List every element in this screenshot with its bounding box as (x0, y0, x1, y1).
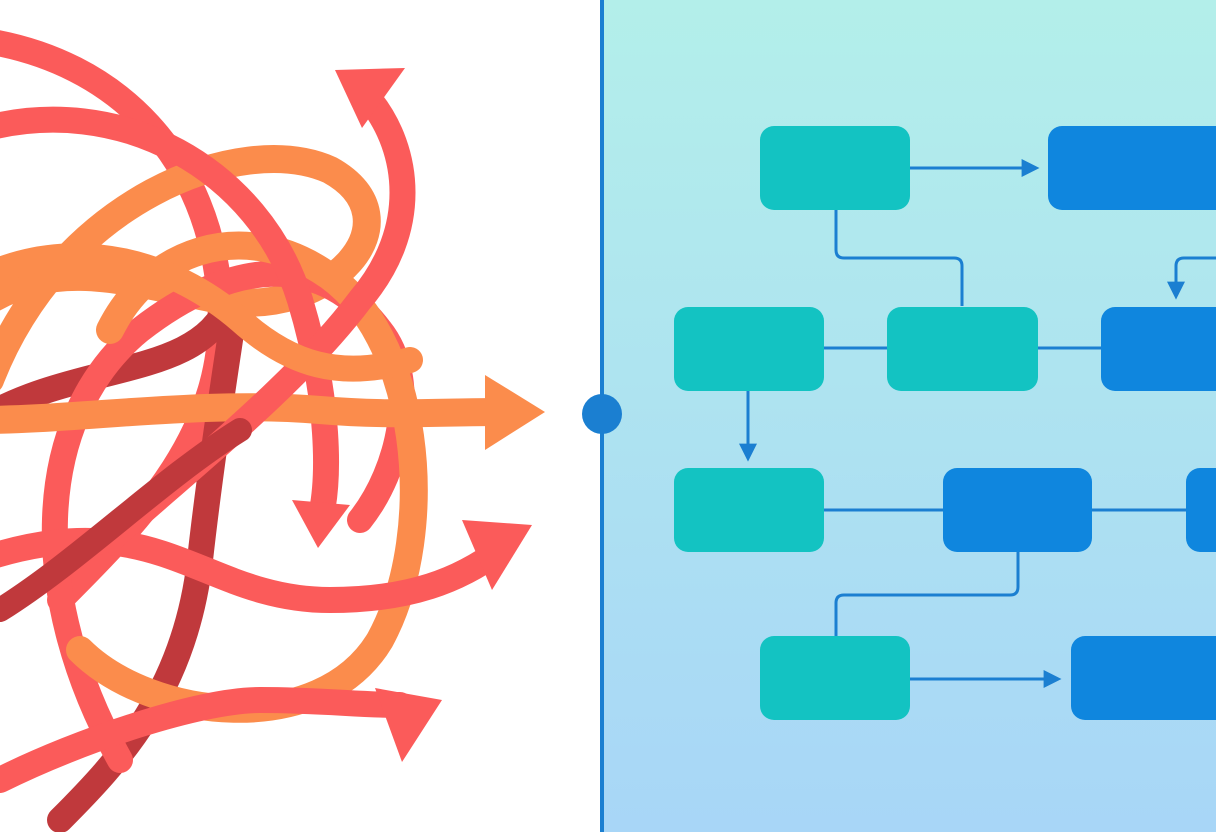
flowchart-node-blue (1186, 468, 1216, 552)
flowchart-nodes (674, 126, 1216, 720)
connector-line (1167, 256, 1216, 300)
divider-handle[interactable] (582, 394, 622, 434)
arrowhead-right (462, 520, 532, 590)
flowchart-node-teal (674, 307, 824, 391)
tangled-arrow-curve (0, 418, 252, 622)
flowchart-node-teal (760, 126, 910, 210)
arrowhead-up (335, 68, 405, 128)
tangled-arrow-curve (0, 393, 514, 434)
flowchart-connectors (739, 159, 1216, 688)
connector-line (834, 551, 1020, 636)
flowchart-node-blue (1101, 307, 1216, 391)
arrowhead-right (485, 375, 545, 450)
flowchart-node-blue (943, 468, 1092, 552)
tangled-arrow-curve (0, 687, 413, 793)
flowchart-node-blue (1048, 126, 1216, 210)
connector-line (834, 210, 964, 306)
tangled-arrow-curve (0, 106, 339, 533)
arrowhead-right (375, 688, 442, 762)
flowchart-node-teal (887, 307, 1038, 391)
flowchart-node-blue (1071, 636, 1216, 720)
tangled-arrow-curve (0, 243, 423, 382)
arrowhead-down (292, 500, 350, 548)
tangled-arrow-curve (0, 145, 381, 390)
flowchart-node-teal (760, 636, 910, 720)
tangled-arrows-group (0, 30, 545, 832)
flowchart-node-teal (674, 468, 824, 552)
